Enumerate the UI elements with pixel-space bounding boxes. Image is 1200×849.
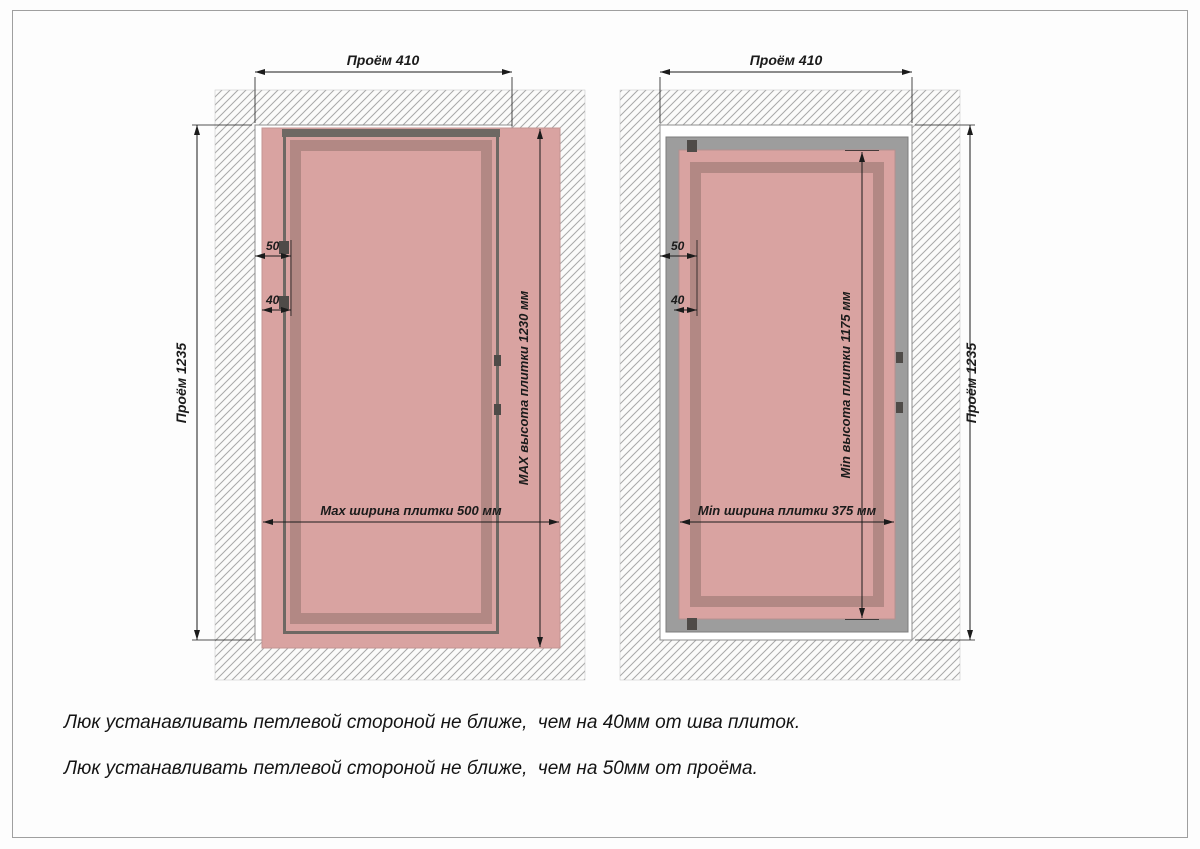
dim-label-opening-height: Проём 1235 [173,343,189,424]
left-diagram: Проём 410 Проём 1235 MAX высота плитки 1… [173,52,586,681]
door-ring [690,162,884,607]
dim-label-offset-seam: 40 [670,293,685,307]
dim-label-tile-width: Min ширина плитки 375 мм [698,503,877,518]
hinge-mark [687,618,697,630]
hatch-door-leaf [290,140,492,624]
hinge-mark [687,140,697,152]
dim-label-tile-height: MAX высота плитки 1230 мм [516,290,531,485]
handle-mark [494,404,501,415]
dim-label-tile-width: Max ширина плитки 500 мм [320,503,502,518]
hinge-mark [279,296,289,309]
dim-label-offset-opening: 50 [671,239,685,253]
dim-label-tile-height: Min высота плитки 1175 мм [838,291,853,478]
note-seam-offset: Люк устанавливать петлевой стороной не б… [64,712,801,733]
hatch-frame [283,132,499,634]
handle-mark [494,355,501,366]
right-diagram: Проём 410 Проём 1235 Min высота плитки 1… [619,52,979,681]
dim-label-opening-width: Проём 410 [750,52,823,68]
dim-label-opening-width: Проём 410 [347,52,420,68]
dim-label-opening-height: Проём 1235 [963,343,979,424]
handle-mark [896,402,903,413]
dim-label-offset-opening: 50 [266,239,280,253]
hinge-mark [279,241,289,254]
note-opening-offset: Люк устанавливать петлевой стороной не б… [64,758,758,779]
hatch-door-leaf [678,149,896,620]
handle-mark [896,352,903,363]
dim-label-offset-seam: 40 [265,293,280,307]
